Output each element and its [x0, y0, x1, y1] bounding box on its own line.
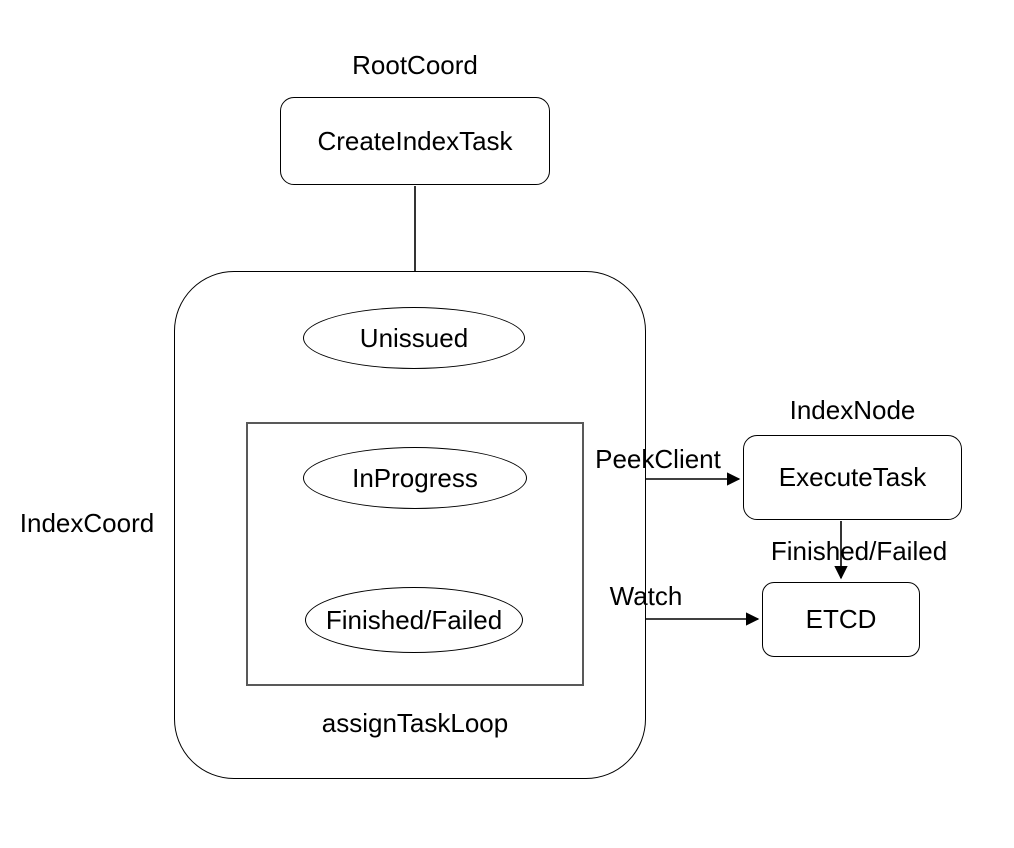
node-unissued: Unissued [303, 307, 525, 369]
node-create-index-task: CreateIndexTask [280, 97, 550, 185]
edge-label-watch: Watch [609, 581, 683, 611]
node-unissued-label: Unissued [359, 322, 469, 353]
node-finished-failed: Finished/Failed [305, 587, 523, 653]
label-assign-task-loop: assignTaskLoop [321, 708, 509, 738]
label-root-coord: RootCoord [352, 50, 478, 80]
label-index-coord: IndexCoord [19, 508, 155, 538]
node-etcd-label: ETCD [805, 604, 877, 634]
node-execute-task: ExecuteTask [743, 435, 962, 520]
node-in-progress: InProgress [303, 447, 527, 509]
edge-label-peek-client: PeekClient [595, 444, 721, 474]
node-create-index-task-label: CreateIndexTask [317, 125, 513, 156]
edge-label-finished-failed: Finished/Failed [770, 536, 948, 566]
assign-task-loop-container [246, 422, 584, 686]
label-index-node: IndexNode [789, 395, 916, 425]
node-etcd: ETCD [762, 582, 920, 657]
node-in-progress-label: InProgress [352, 462, 478, 493]
node-execute-task-label: ExecuteTask [778, 462, 927, 492]
node-finished-failed-label: Finished/Failed [325, 604, 503, 635]
